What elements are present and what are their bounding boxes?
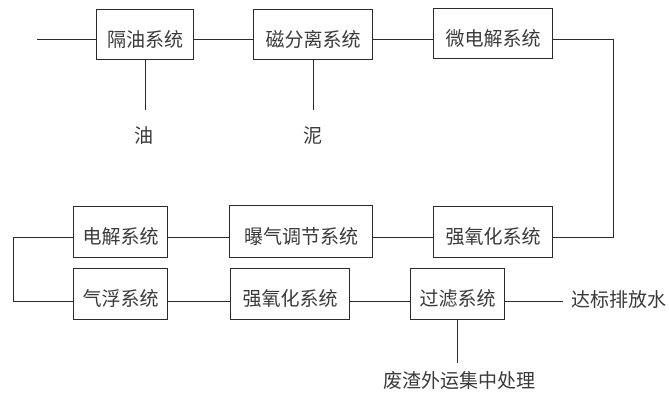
- connector-bracket-vertical: [13, 237, 14, 302]
- connector-microelec-elbow-top: [553, 39, 614, 40]
- node-aeration-regulation-system: 曝气调节系统: [229, 205, 373, 258]
- connector-strongox-lower-filtration: [350, 301, 410, 302]
- connector-aeration-strongox-upper: [373, 237, 433, 238]
- label-compliant-discharge: 达标排放水: [571, 290, 667, 311]
- label-sludge-output: 泥: [303, 126, 323, 147]
- connector-elbow-strongox-upper: [553, 237, 613, 238]
- node-electrolysis-system: 电解系统: [73, 206, 168, 258]
- connector-airflotation-strongox-lower: [168, 301, 230, 302]
- connector-bracket-airflotation: [13, 301, 73, 302]
- node-filtration-system: 过滤系统: [410, 268, 505, 320]
- connector-oilsep-oil: [145, 60, 146, 110]
- label-residue-disposal: 废渣外运集中处理: [383, 371, 536, 392]
- label-oil-output: 油: [134, 126, 154, 147]
- connector-filtration-residue: [457, 320, 458, 363]
- node-air-flotation-system: 气浮系统: [73, 268, 168, 320]
- node-micro-electrolysis-system: 微电解系统: [433, 8, 553, 59]
- connector-oilsep-magsep: [194, 39, 253, 40]
- connector-microelec-elbow-vertical: [613, 39, 614, 238]
- node-oil-separation-system: 隔油系统: [96, 9, 194, 60]
- connector-inlet: [37, 39, 96, 40]
- node-strong-oxidation-system-lower: 强氧化系统: [230, 268, 350, 320]
- connector-electrolysis-aeration: [168, 237, 229, 238]
- connector-magsep-microelec: [373, 39, 433, 40]
- connector-magsep-sludge: [313, 60, 314, 110]
- connector-filtration-discharge: [505, 301, 563, 302]
- node-strong-oxidation-system-upper: 强氧化系统: [433, 206, 553, 258]
- node-magnetic-separation-system: 磁分离系统: [253, 9, 373, 60]
- connector-electrolysis-bracket-top: [13, 237, 73, 238]
